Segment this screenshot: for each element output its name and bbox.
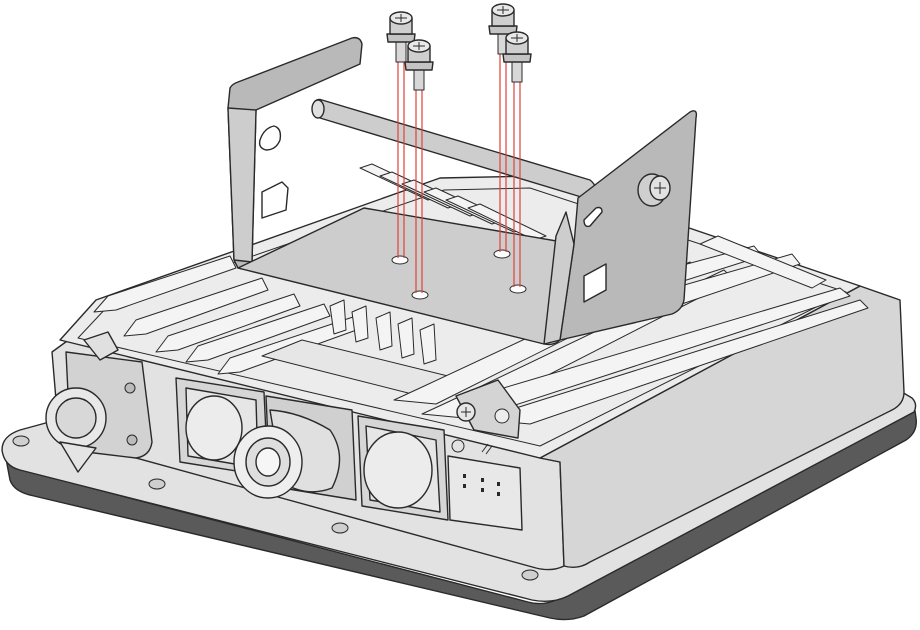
cooling-fins-center: [329, 163, 547, 365]
ground-screw-icon: [455, 379, 521, 439]
bracket-latch: [261, 181, 289, 219]
mounting-screw-icon: [502, 31, 532, 83]
mounting-screws: [386, 3, 532, 91]
led-panel-icon: [447, 439, 523, 531]
housing-side-face: [539, 285, 905, 569]
mounting-bracket: [227, 36, 698, 346]
front-connectors: [45, 331, 523, 531]
bracket-slot-right: [583, 206, 603, 228]
bracket-side-screw-icon: [637, 173, 671, 207]
mounting-screw-icon: [386, 11, 416, 63]
mounting-screw-icon: [488, 3, 518, 55]
bracket-slot: [258, 125, 282, 151]
round-connector-icon: [45, 331, 153, 473]
alignment-guide-lines: [397, 32, 521, 293]
blanking-plug-icon-2: [357, 415, 449, 521]
bracket-right-wall: [559, 110, 698, 341]
mounting-screw-icon: [404, 39, 434, 91]
cable-gland-icon: [233, 395, 357, 501]
bracket-window: [583, 263, 607, 303]
